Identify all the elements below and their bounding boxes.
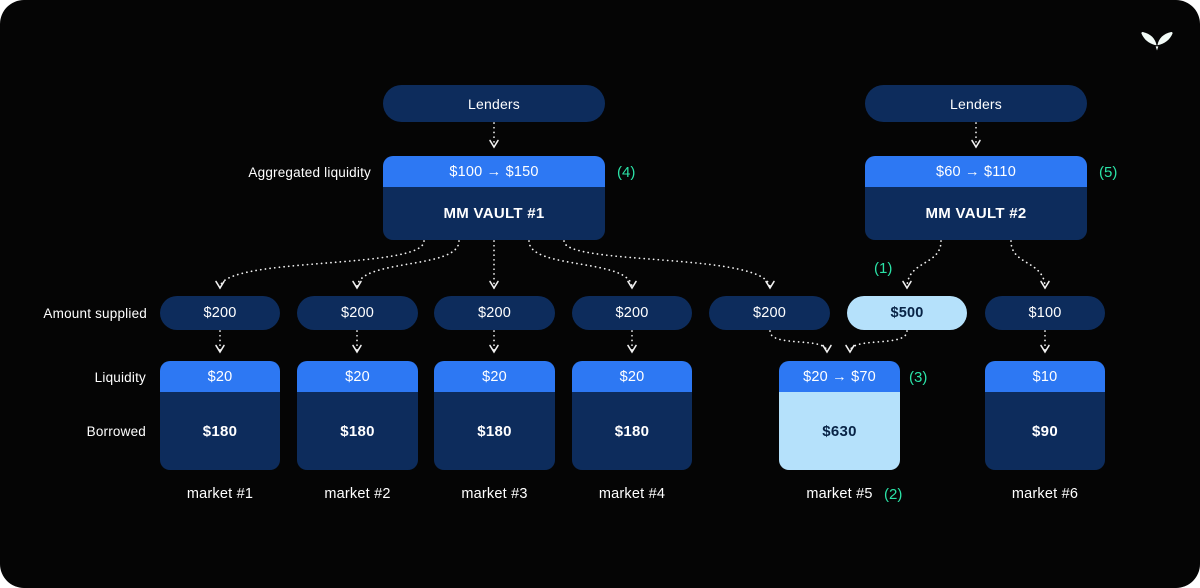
butterfly-icon (1141, 32, 1173, 51)
supplied-pill-1: $200 (160, 296, 280, 330)
supplied-pill-5: $200 (709, 296, 830, 330)
market-2-card: $20 $180 (297, 361, 418, 470)
vault-1-name: MM VAULT #1 (383, 187, 605, 240)
vault-2-name: MM VAULT #2 (865, 187, 1087, 240)
supplied-pill-4: $200 (572, 296, 692, 330)
market-1-caption: market #1 (186, 486, 254, 502)
supplied-pill-7: $100 (985, 296, 1105, 330)
supplied-pill-6-highlight: $500 (847, 296, 967, 330)
step-1-label: (1) (874, 260, 893, 277)
connector-supplied6-market5 (845, 330, 908, 354)
market-4-card: $20 $180 (572, 361, 692, 470)
market-4-caption: market #4 (598, 486, 666, 502)
market-5-card: $20 → $70 $630 (779, 361, 900, 470)
step-5-label: (5) (1099, 164, 1118, 181)
market-5-borrowed: $630 (779, 392, 900, 470)
market-4-liquidity: $20 (572, 361, 692, 392)
connector-vault1-supplied1 (215, 240, 425, 290)
vault-2-aggregated-liquidity: $60 → $110 (865, 156, 1087, 187)
supplied-pill-2: $200 (297, 296, 418, 330)
morpho-logo (1140, 30, 1174, 58)
vault-1-card: $100 → $150 MM VAULT #1 (383, 156, 605, 240)
market-3-borrowed: $180 (434, 392, 555, 470)
connector-vault2-supplied7 (1010, 240, 1050, 290)
market-3-caption: market #3 (461, 486, 528, 502)
step-3-label: (3) (909, 369, 928, 386)
connector-vault1-supplied5 (563, 240, 775, 290)
step-4-label: (4) (617, 164, 636, 181)
market-3-card: $20 $180 (434, 361, 555, 470)
connector-supplied5-market5 (769, 330, 832, 354)
market-1-liquidity: $20 (160, 361, 280, 392)
market-6-card: $10 $90 (985, 361, 1105, 470)
market-1-card: $20 $180 (160, 361, 280, 470)
liquidity-label: Liquidity (94, 370, 146, 385)
lenders-node-1: Lenders (383, 85, 605, 122)
aggregated-liquidity-label: Aggregated liquidity (248, 165, 371, 180)
market-6-caption: market #6 (1011, 486, 1079, 502)
market-6-liquidity: $10 (985, 361, 1105, 392)
vault-1-aggregated-liquidity: $100 → $150 (383, 156, 605, 187)
step-2-label: (2) (884, 486, 903, 503)
market-5-liquidity: $20 → $70 (779, 361, 900, 392)
market-4-borrowed: $180 (572, 392, 692, 470)
borrowed-label: Borrowed (86, 424, 146, 439)
market-2-borrowed: $180 (297, 392, 418, 470)
amount-supplied-label: Amount supplied (43, 306, 147, 321)
market-6-borrowed: $90 (985, 392, 1105, 470)
market-2-caption: market #2 (324, 486, 391, 502)
market-5-caption: market #5 (806, 486, 873, 502)
supplied-pill-3: $200 (434, 296, 555, 330)
market-2-liquidity: $20 (297, 361, 418, 392)
vault-2-card: $60 → $110 MM VAULT #2 (865, 156, 1087, 240)
connector-vault1-supplied2 (352, 240, 460, 290)
market-1-borrowed: $180 (160, 392, 280, 470)
market-3-liquidity: $20 (434, 361, 555, 392)
connector-vault2-supplied6 (902, 240, 942, 290)
lenders-node-2: Lenders (865, 85, 1087, 122)
connector-vault1-supplied4 (528, 240, 637, 290)
